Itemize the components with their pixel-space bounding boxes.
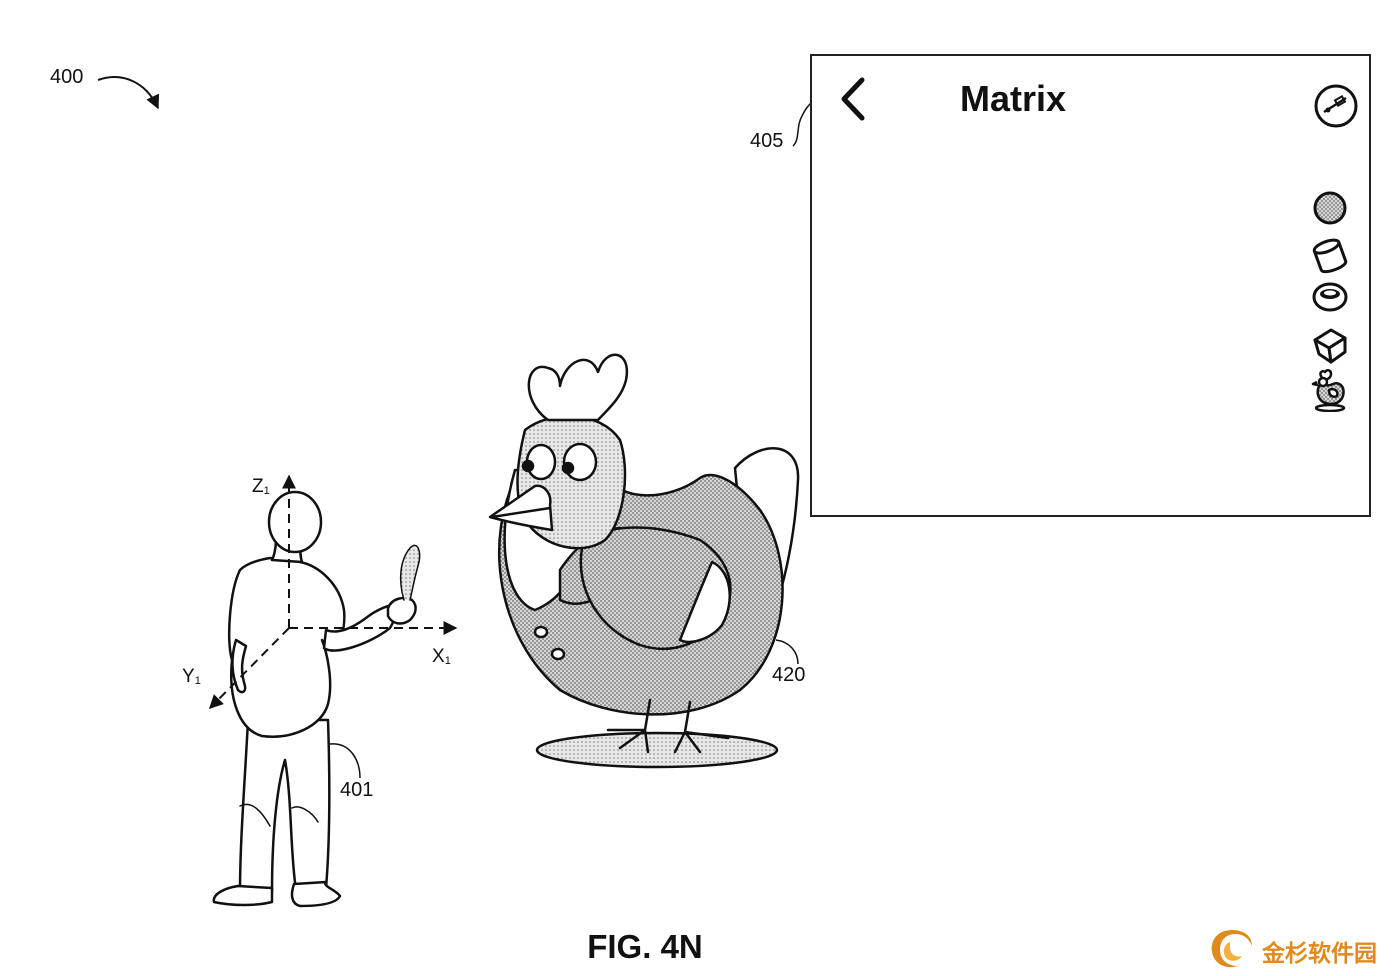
torus-icon — [1312, 282, 1348, 312]
chicken-object — [488, 353, 800, 769]
ref-400-leader — [97, 76, 160, 110]
z-axis-letter: Z — [252, 476, 264, 497]
watermark-logo-icon — [1211, 930, 1252, 968]
watermark-text: 金杉软件园 — [1262, 941, 1377, 967]
x-axis-label: X1 — [432, 646, 451, 668]
z-axis-subscript: 1 — [263, 485, 270, 497]
ref-420-leader — [775, 639, 799, 665]
tool-cylinder[interactable] — [1309, 236, 1351, 276]
tool-cube[interactable] — [1309, 324, 1351, 364]
sphere-icon — [1313, 191, 1347, 225]
z-axis-label: Z1 — [252, 476, 270, 498]
measure-disc-icon — [1314, 84, 1358, 128]
y-axis-subscript: 1 — [194, 675, 201, 687]
tool-torus[interactable] — [1309, 276, 1351, 316]
back-button[interactable] — [836, 76, 872, 122]
measure-button[interactable] — [1312, 82, 1360, 130]
cylinder-icon — [1312, 238, 1348, 274]
user-figure — [212, 490, 421, 908]
cube-icon — [1313, 328, 1347, 364]
panel-title: Matrix — [960, 78, 1067, 119]
ref-401-leader — [329, 743, 361, 779]
ref-405-label: 405 — [750, 130, 784, 152]
y-axis-letter: Y — [182, 666, 195, 687]
tool-chicken[interactable] — [1309, 368, 1351, 413]
watermark: 金杉软件园 — [1206, 924, 1388, 972]
x-axis-letter: X — [432, 646, 445, 667]
chicken-icon — [1311, 369, 1346, 413]
chevron-left-icon — [841, 77, 865, 121]
ref-400-label: 400 — [50, 66, 84, 88]
tool-sphere[interactable] — [1309, 188, 1351, 228]
ref-420-label: 420 — [772, 664, 806, 686]
coordinate-axes — [209, 474, 458, 709]
ui-panel: Matrix — [810, 54, 1371, 517]
figure-caption: FIG. 4N — [0, 928, 1394, 966]
y-axis-label: Y1 — [182, 666, 201, 688]
ref-405-leader — [792, 101, 813, 147]
ref-401-label: 401 — [340, 779, 374, 801]
figure-caption-text: FIG. 4N — [587, 928, 703, 965]
x-axis-subscript: 1 — [444, 655, 451, 667]
